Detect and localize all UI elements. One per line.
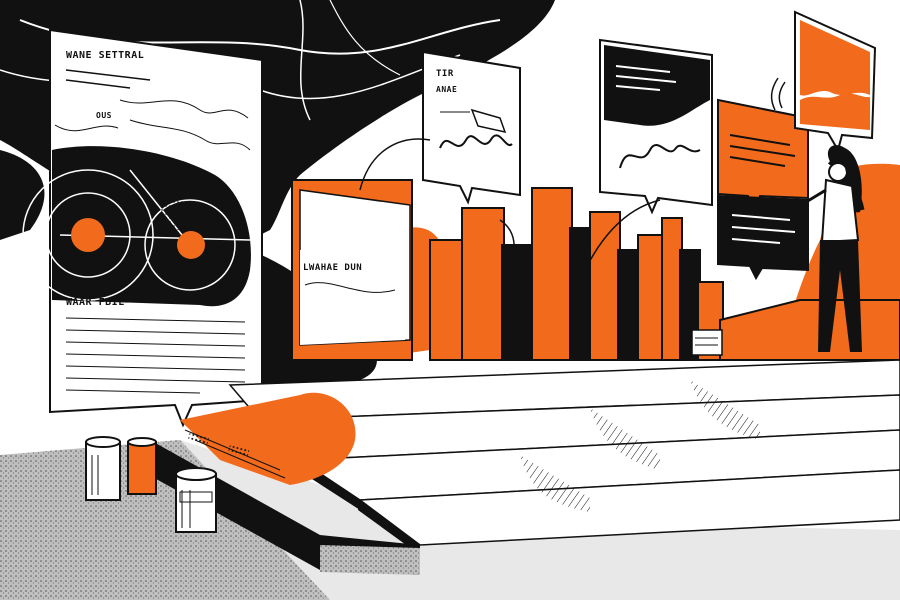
speech-bubble-card <box>770 10 877 153</box>
paint-cans <box>85 436 217 533</box>
orange-board-caption: LWAHAE DUN <box>303 263 362 273</box>
radar-disc <box>22 146 251 307</box>
left-poster-section-title: WAAR FBIL <box>66 297 125 308</box>
person-figure <box>783 145 865 352</box>
center-card: TIR ANAE <box>422 50 521 205</box>
left-poster: WANE SETTRAL OUS WAAR FBIL <box>22 28 263 428</box>
left-poster-title: WANE SETTRAL <box>66 50 144 61</box>
center-card-title-line2: ANAE <box>436 85 457 94</box>
can-front <box>175 467 217 533</box>
can-orange <box>127 437 157 495</box>
orange-text-card <box>717 98 809 281</box>
dark-chart-card <box>599 38 713 215</box>
left-poster-subtitle: OUS <box>96 111 112 120</box>
poster-text-lines <box>65 317 246 394</box>
can-left <box>85 436 121 501</box>
connector-lines <box>359 138 661 271</box>
waveform-chart <box>439 134 513 149</box>
center-card-title-line1: TIR <box>436 69 454 79</box>
orange-board: LWAHAE DUN <box>291 179 413 361</box>
